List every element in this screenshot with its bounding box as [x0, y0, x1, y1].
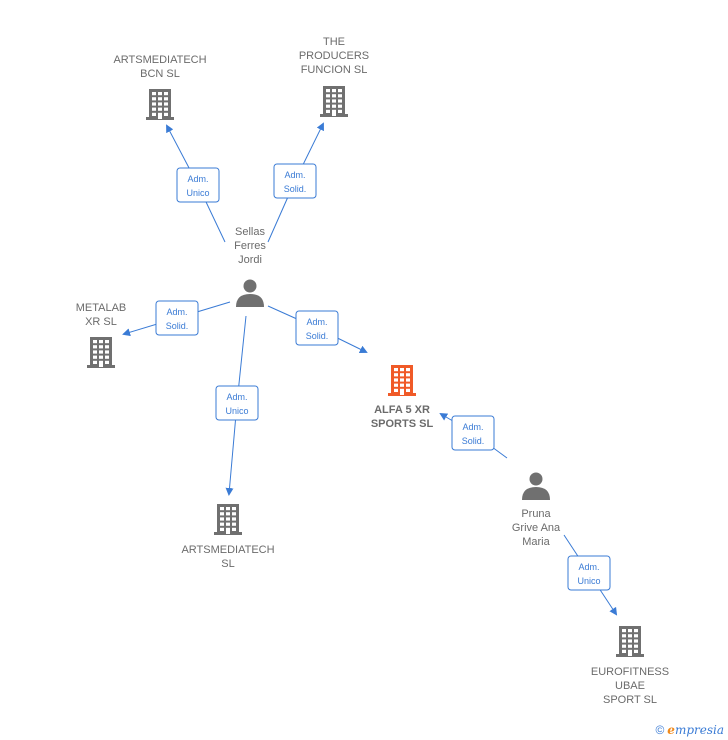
building-icon — [146, 89, 174, 120]
person-icon — [236, 279, 264, 307]
edge-label-text: Unico — [577, 576, 600, 586]
edge-label-text: Adm. — [226, 392, 247, 402]
edge-sellas-to-artsmediatech_bcn: Adm. Unico — [166, 124, 226, 243]
empresia-logo: empresia — [667, 723, 724, 737]
node-label: THE — [323, 36, 345, 48]
node-the_producers[interactable]: THE PRODUCERS FUNCION SL — [299, 36, 369, 117]
edge-label-text: Adm. — [187, 174, 208, 184]
building-icon — [616, 626, 644, 657]
edge-label-box[interactable]: Adm. Solid. — [155, 300, 199, 336]
edge-label-box[interactable]: Adm. Solid. — [273, 163, 317, 199]
copyright-symbol: © — [655, 723, 665, 737]
edge-label-text: Solid. — [166, 321, 189, 331]
edge-pruna-to-alfa5: Adm. Solid. — [439, 412, 508, 459]
building-icon — [388, 365, 416, 396]
edges-layer: Adm.UnicoAdm.Solid.Adm.Solid.Adm.UnicoAd… — [122, 122, 618, 616]
edge-label-text: Solid. — [306, 331, 329, 341]
person-icon — [522, 472, 550, 500]
edge-label-text: Adm. — [462, 422, 483, 432]
node-label: Ferres — [234, 240, 266, 252]
edge-sellas-to-the_producers: Adm. Solid. — [267, 122, 324, 243]
node-label: Sellas — [235, 226, 265, 238]
node-artsmediatech_bcn[interactable]: ARTSMEDIATECH BCN SL — [113, 54, 207, 120]
node-label: XR SL — [85, 316, 117, 328]
node-eurofitness[interactable]: EUROFITNESS UBAE SPORT SL — [591, 626, 669, 706]
edge-label-text: Unico — [225, 406, 248, 416]
node-label: Grive Ana — [512, 522, 561, 534]
edge-pruna-to-eurofitness: Adm. Unico — [563, 534, 618, 616]
edge-label-text: Adm. — [284, 170, 305, 180]
node-label: ARTSMEDIATECH — [181, 544, 274, 556]
edge-label-box[interactable]: Adm. Unico — [176, 167, 220, 203]
edge-label-box[interactable]: Adm. Solid. — [451, 415, 495, 451]
node-label: FUNCION SL — [301, 64, 368, 76]
node-label: EUROFITNESS — [591, 666, 669, 678]
node-label: SPORTS SL — [371, 418, 434, 430]
node-label: UBAE — [615, 680, 645, 692]
edge-label-text: Adm. — [166, 307, 187, 317]
edge-label-text: Unico — [186, 188, 209, 198]
node-label: METALAB — [76, 302, 127, 314]
edge-label-text: Adm. — [306, 317, 327, 327]
node-label: ALFA 5 XR — [374, 404, 430, 416]
nodes-layer: ARTSMEDIATECH BCN SL THE PRODUCERS FUNCION S… — [76, 36, 669, 706]
footer-brand[interactable]: ©empresia — [655, 723, 724, 737]
node-label: SL — [221, 558, 234, 570]
building-icon — [87, 337, 115, 368]
node-label: PRODUCERS — [299, 50, 369, 62]
node-artsmediatech_sl[interactable]: ARTSMEDIATECH SL — [181, 504, 275, 570]
node-label: Jordi — [238, 254, 262, 266]
node-label: Maria — [522, 536, 550, 548]
edge-label-box[interactable]: Adm. Solid. — [295, 310, 339, 346]
node-label: Pruna — [521, 508, 551, 520]
node-label: BCN SL — [140, 68, 180, 80]
edge-label-text: Solid. — [462, 436, 485, 446]
edge-sellas-to-artsmediatech_sl: Adm. Unico — [215, 315, 259, 496]
building-icon — [320, 86, 348, 117]
node-label: ARTSMEDIATECH — [113, 54, 206, 66]
edge-label-box[interactable]: Adm. Unico — [567, 555, 611, 591]
node-alfa5[interactable]: ALFA 5 XR SPORTS SL — [371, 365, 434, 430]
edge-sellas-to-alfa5: Adm. Solid. — [267, 305, 368, 353]
edge-label-text: Adm. — [578, 562, 599, 572]
edge-label-box[interactable]: Adm. Unico — [215, 385, 259, 421]
node-label: SPORT SL — [603, 694, 657, 706]
edge-sellas-to-metalab: Adm. Solid. — [122, 300, 231, 337]
edge-label-text: Solid. — [284, 184, 307, 194]
building-icon — [214, 504, 242, 535]
node-metalab[interactable]: METALAB XR SL — [76, 302, 127, 368]
